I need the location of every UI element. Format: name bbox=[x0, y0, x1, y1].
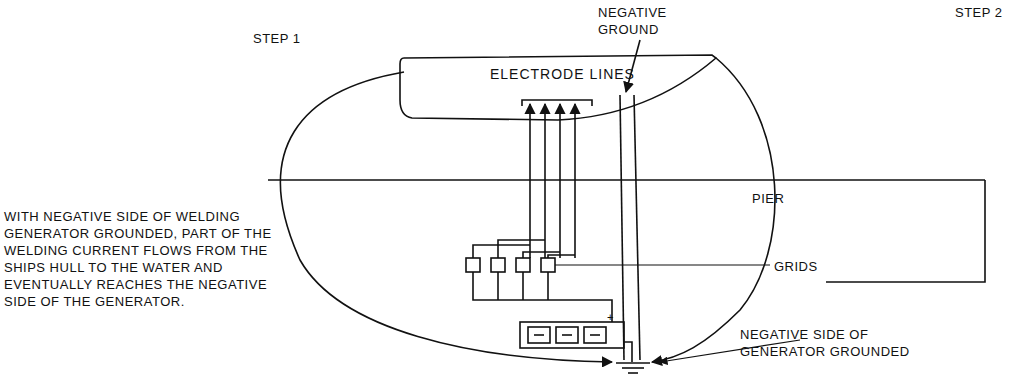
current-path-left bbox=[280, 72, 612, 362]
pier-label: PIER bbox=[752, 190, 784, 207]
pier-outline bbox=[826, 180, 985, 282]
grid-boxes bbox=[466, 258, 555, 272]
water-line bbox=[268, 179, 985, 181]
callout-text: NEGATIVE GROUND bbox=[598, 4, 688, 38]
step-label: STEP 2 bbox=[955, 4, 1003, 21]
electrode-bracket bbox=[522, 100, 592, 106]
ground-symbol bbox=[616, 363, 650, 373]
grid-wires bbox=[473, 240, 770, 322]
electrode-lines bbox=[530, 104, 575, 258]
explanatory-note: WITH NEGATIVE SIDE OF WELDING GENERATOR … bbox=[4, 208, 272, 310]
callout-text: NEGATIVE SIDE OF GENERATOR GROUNDED bbox=[740, 326, 940, 360]
welding-generator bbox=[520, 322, 632, 362]
ship-hull: ELECTRODE LINES bbox=[398, 50, 718, 124]
current-path-right bbox=[652, 58, 775, 362]
hull-label: ELECTRODE LINES bbox=[490, 66, 635, 82]
ground-lead bbox=[620, 95, 624, 360]
ground-lead bbox=[634, 95, 640, 360]
hull-outline bbox=[398, 50, 718, 124]
callout-text: GRIDS bbox=[774, 258, 818, 275]
polarity-mark: + bbox=[607, 309, 614, 326]
step-label: STEP 1 bbox=[253, 30, 301, 47]
